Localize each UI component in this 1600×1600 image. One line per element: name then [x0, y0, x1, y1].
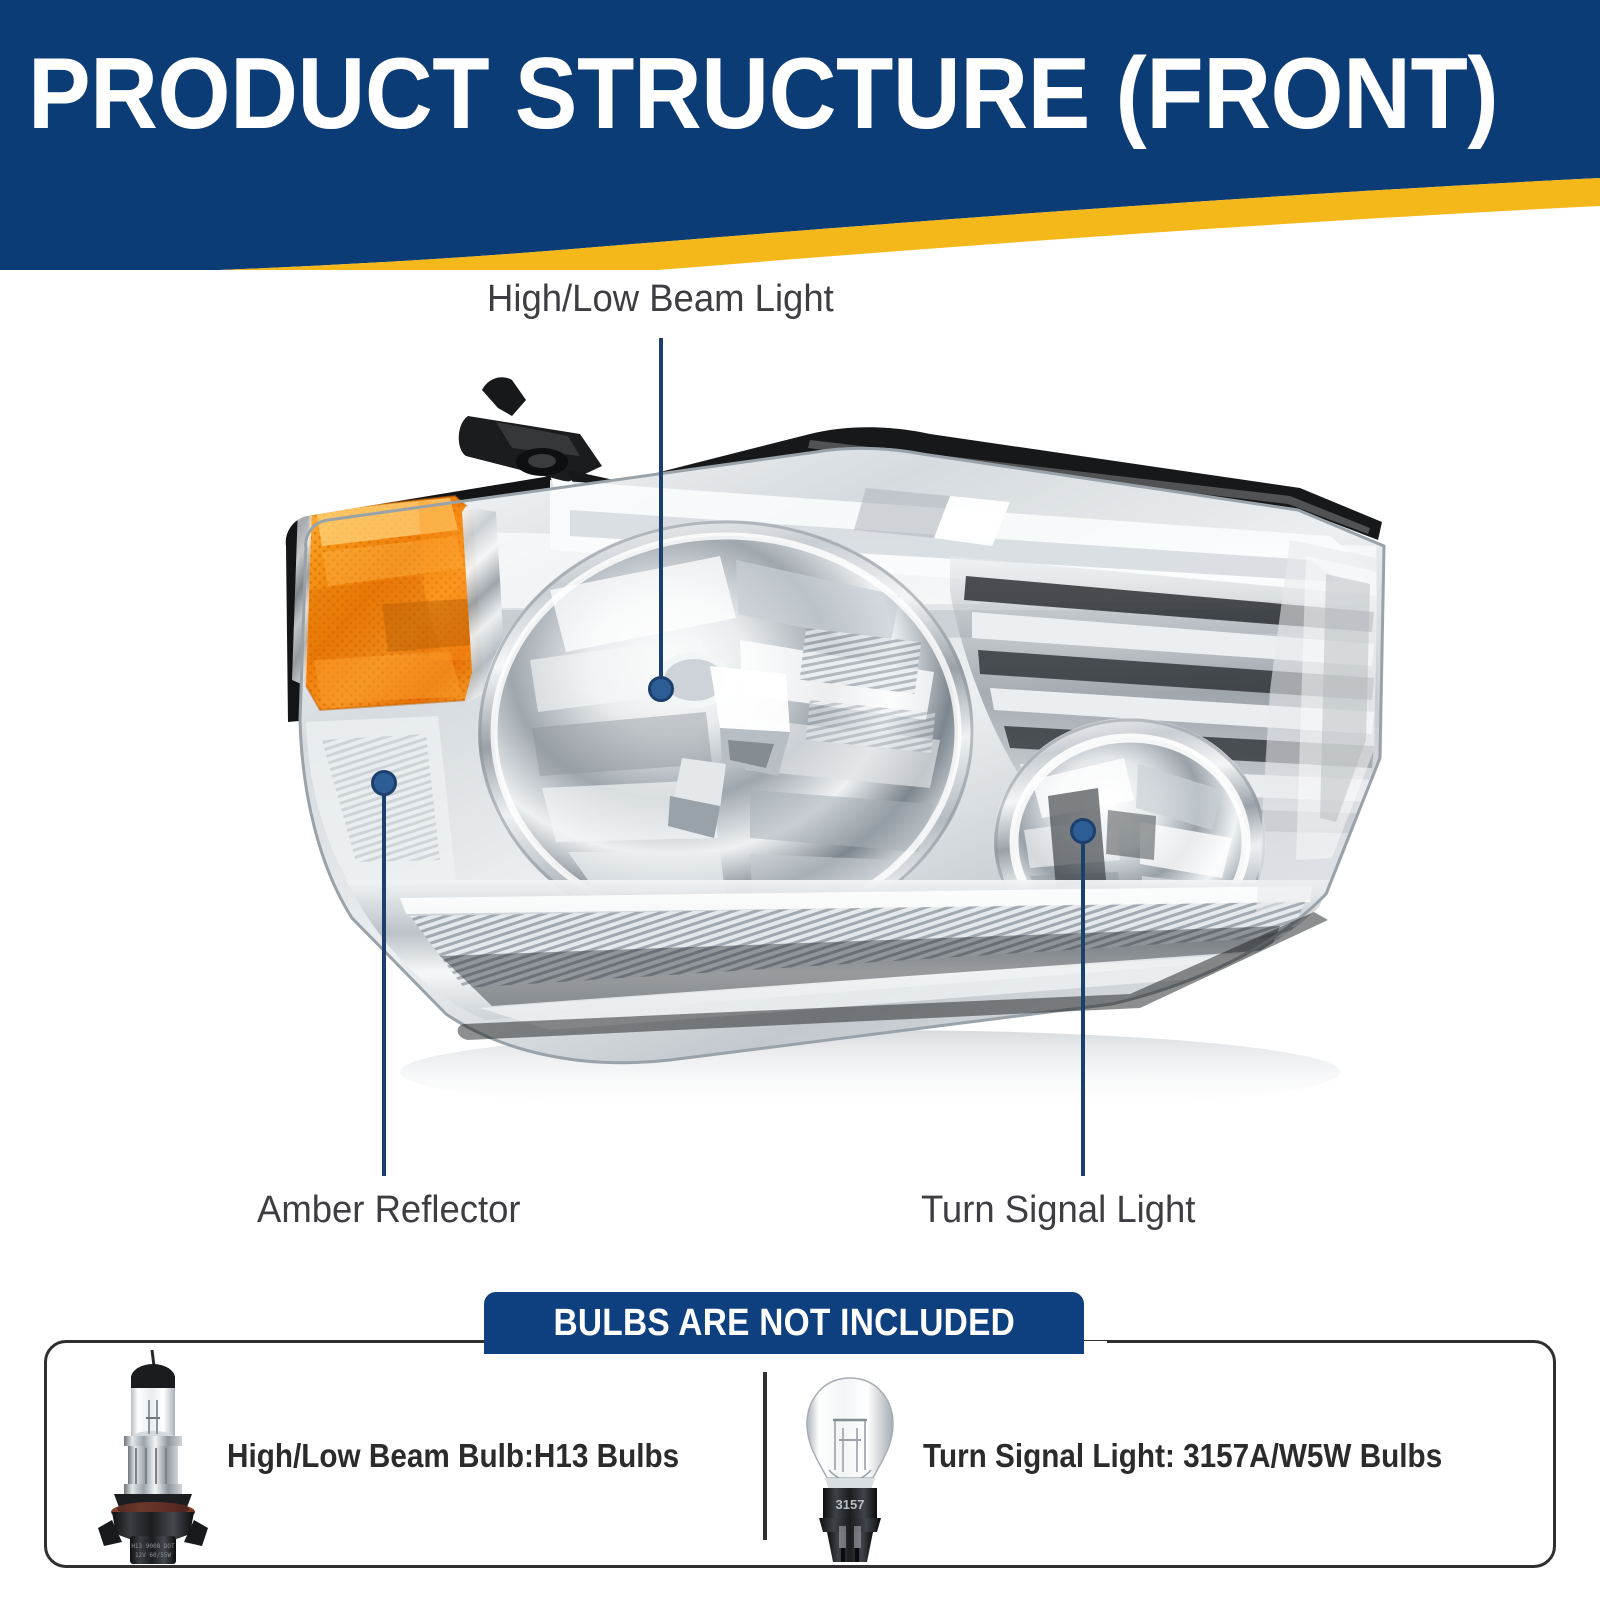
leader-dot-turn-signal — [1070, 818, 1096, 844]
bottom-trim — [457, 912, 1328, 1040]
3157-wedge-bulb-icon: 3157 — [795, 1366, 905, 1566]
h13-halogen-bulb-icon: H13 9008 DOT 12V 60/55W — [78, 1348, 228, 1566]
leader-dot-high-low-beam — [648, 676, 674, 702]
bulbs-not-included-badge: BULBS ARE NOT INCLUDED — [484, 1292, 1084, 1354]
headlight-assembly-image — [250, 360, 1430, 1120]
callout-label-turn-signal: Turn Signal Light — [921, 1189, 1196, 1231]
h13-base-rating: 12V 60/55W — [135, 1552, 172, 1559]
callout-label-high-low-beam: High/Low Beam Light — [487, 278, 834, 320]
h13-base-marking: H13 9008 DOT — [131, 1543, 175, 1550]
header-blue-shape — [0, 0, 1600, 270]
bulb-caption-turn-signal: Turn Signal Light: 3157A/W5W Bulbs — [923, 1437, 1443, 1474]
panel-vertical-divider — [763, 1372, 767, 1540]
leader-line-turn-signal — [1081, 840, 1085, 1176]
high-low-beam-reflector — [478, 520, 974, 944]
amber-reflector-lens — [292, 494, 506, 712]
leader-line-amber-reflector — [382, 794, 386, 1176]
leader-dot-amber-reflector — [371, 770, 397, 796]
header-yellow-accent — [219, 178, 1600, 270]
bulbs-not-included-panel — [44, 1340, 1556, 1568]
header-banner: PRODUCT STRUCTURE (FRONT) — [0, 0, 1600, 270]
bulb-caption-high-low-beam: High/Low Beam Bulb:H13 Bulbs — [227, 1437, 680, 1474]
page-title: PRODUCT STRUCTURE (FRONT) — [28, 38, 1499, 150]
badge-label: BULBS ARE NOT INCLUDED — [553, 1301, 1015, 1344]
leader-line-high-low-beam — [659, 338, 663, 688]
callout-label-amber-reflector: Amber Reflector — [257, 1189, 521, 1231]
top-trim-rail — [550, 427, 1382, 540]
bulb-base-marking-3157: 3157 — [836, 1497, 865, 1512]
